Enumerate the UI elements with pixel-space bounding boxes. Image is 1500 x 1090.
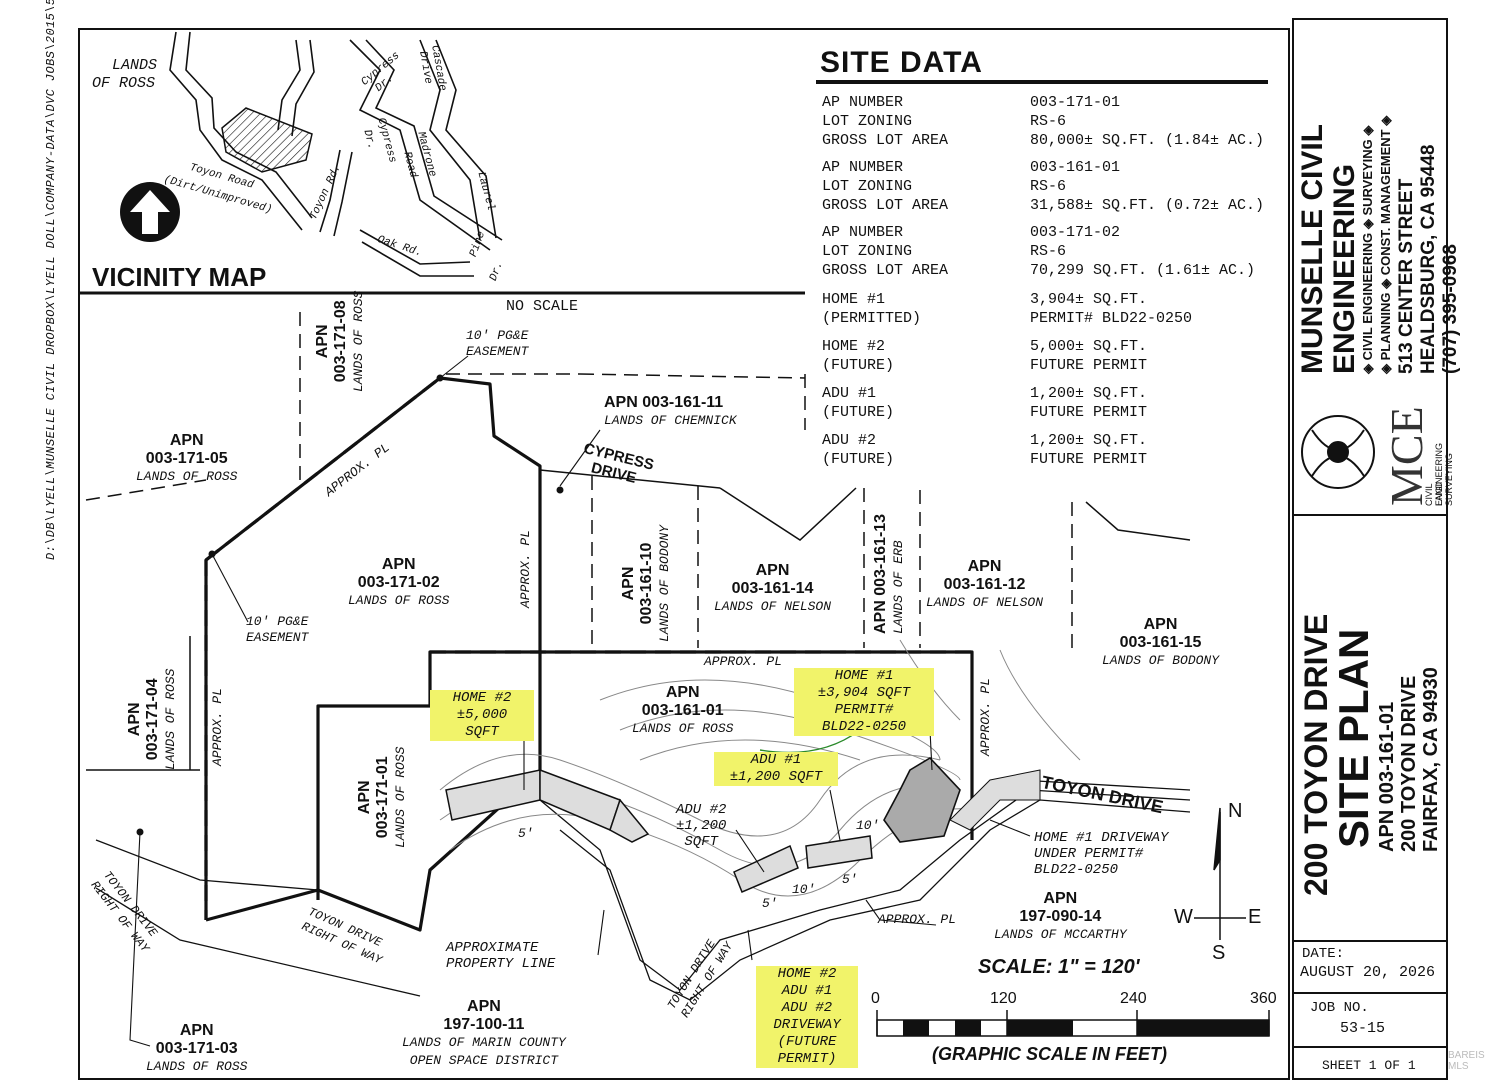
scale-tick-360: 360: [1250, 990, 1277, 1007]
date-label: DATE:: [1302, 946, 1345, 962]
approx-pl-label-6: APPROX. PL: [878, 912, 957, 927]
scale-tick-120: 120: [990, 990, 1017, 1007]
vicinity-lands-label: LANDS: [112, 57, 158, 74]
job-label: JOB NO.: [1310, 1000, 1369, 1016]
site-data-label: HOME #2 (FUTURE): [822, 338, 895, 374]
sheet-number: SHEET 1 OF 1: [1322, 1058, 1416, 1073]
company-services: ◈ CIVIL ENGINEERING ◈ SURVEYING ◈: [1360, 125, 1375, 374]
company-city: HEALDSBURG, CA 95448: [1418, 144, 1439, 374]
vicinity-map-title: VICINITY MAP: [92, 262, 267, 292]
job-number: 53-15: [1340, 1020, 1386, 1037]
scale-title: SCALE: 1" = 120': [978, 956, 1140, 978]
site-data-label: ADU #2 (FUTURE): [822, 432, 895, 468]
north-arrow: [1194, 807, 1246, 940]
home1-callout: HOME #1 ±3,904 SQFT PERMIT# BLD22-0250: [794, 668, 934, 736]
adu1-callout: ADU #1 ±1,200 SQFT: [714, 752, 838, 786]
vicinity-roads: [169, 31, 503, 277]
project-apn: APN 003-161-01: [1376, 701, 1398, 852]
setback-10-label-2: 10': [792, 882, 816, 897]
driveway-callout: HOME #2 ADU #1 ADU #2 DRIVEWAY (FUTURE P…: [756, 966, 858, 1068]
mce-logo-graphic: [1301, 415, 1375, 489]
company-street: 513 CENTER STREET: [1396, 178, 1417, 374]
site-data-value: 5,000± SQ.FT. FUTURE PERMIT: [1030, 338, 1148, 374]
sheet-title: SITE PLAN: [1330, 628, 1377, 848]
scale-tick-0: 0: [871, 990, 880, 1007]
approx-pl-label-3: APPROX. PL: [210, 687, 225, 766]
approx-pl-label-2: APPROX. PL: [518, 529, 533, 608]
vicinity-lands-label-2: OF ROSS: [92, 75, 156, 92]
site-data-value: 1,200± SQ.FT. FUTURE PERMIT: [1030, 432, 1148, 468]
approx-pl-label-4: APPROX. PL: [704, 654, 783, 669]
site-data-label: AP NUMBER LOT ZONING GROSS LOT AREA: [822, 224, 949, 279]
site-data-label: AP NUMBER LOT ZONING GROSS LOT AREA: [822, 94, 949, 149]
site-data-label: HOME #1 (PERMITTED): [822, 291, 922, 327]
site-data-rule: [816, 80, 1268, 84]
site-data-value: 003-161-01 RS-6 31,588± SQ.FT. (0.72± AC…: [1030, 159, 1265, 214]
north-label: N: [1228, 800, 1243, 822]
west-label: W: [1174, 906, 1193, 928]
graphic-scale-caption: (GRAPHIC SCALE IN FEET): [932, 1044, 1168, 1064]
approx-pl-label-5: APPROX. PL: [978, 677, 993, 756]
date-value: AUGUST 20, 2026: [1300, 964, 1436, 981]
setback-5-label-2: 5': [762, 896, 778, 911]
company-name-2: ENGINEERING: [1328, 163, 1361, 374]
graphic-scale: [876, 1010, 1270, 1037]
company-services-2: ◈ PLANNING ◈ CONST. MANAGEMENT ◈: [1378, 115, 1393, 374]
watermark: BAREIS MLS: [1448, 1050, 1485, 1072]
east-label: E: [1248, 906, 1262, 928]
project-city: FAIRFAX, CA 94930: [1420, 667, 1442, 852]
south-label: S: [1212, 942, 1226, 964]
company-name: MUNSELLE CIVIL: [1296, 123, 1329, 374]
site-data-label: ADU #1 (FUTURE): [822, 385, 895, 421]
company-phone: (707) 395-0968: [1440, 244, 1461, 374]
site-data-value: 1,200± SQ.FT. FUTURE PERMIT: [1030, 385, 1148, 421]
title-block: [1292, 18, 1448, 1080]
setback-5-label-3: 5': [842, 872, 858, 887]
mce-logo-sub-2: LAND SURVEYING: [1434, 453, 1454, 506]
setback-10-label: 10': [856, 818, 880, 833]
vicinity-north-arrow: [120, 182, 180, 242]
drawing-frame: [78, 28, 1290, 1080]
site-data-value: 003-171-01 RS-6 80,000± SQ.FT. (1.84± AC…: [1030, 94, 1265, 149]
site-data-label: AP NUMBER LOT ZONING GROSS LOT AREA: [822, 159, 949, 214]
site-data-value: 003-171-02 RS-6 70,299 SQ.FT. (1.61± AC.…: [1030, 224, 1256, 279]
project-address: 200 TOYON DRIVE: [1398, 675, 1420, 852]
site-data-value: 3,904± SQ.FT. PERMIT# BLD22-0250: [1030, 291, 1193, 327]
setback-5-label: 5': [518, 826, 534, 841]
home2-callout: HOME #2 ±5,000 SQFT: [430, 690, 534, 741]
scale-tick-240: 240: [1120, 990, 1147, 1007]
no-scale-label: NO SCALE: [506, 298, 579, 315]
site-data-title: SITE DATA: [820, 46, 983, 79]
